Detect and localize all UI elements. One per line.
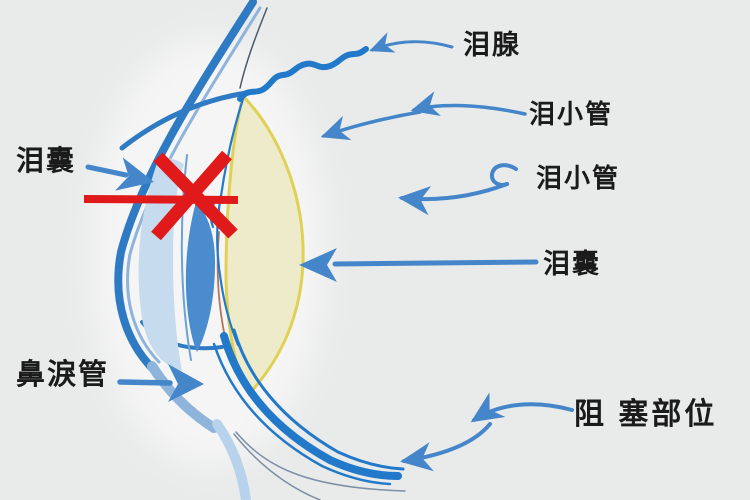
blockage-horizontal-line — [83, 195, 239, 204]
arrow-to-canaliculus-upper-seg2 — [320, 110, 422, 141]
arrow-to-obstruction-seg1 — [470, 392, 574, 423]
arrow-to-nasolacrimal-duct-shaft — [117, 379, 173, 386]
nose-thin-line — [233, 433, 321, 500]
label-canaliculus-upper: 泪小管 — [529, 99, 614, 129]
label-lacrimal-sac-right: 泪囊 — [543, 249, 601, 279]
brow-thin-line — [239, 7, 268, 89]
face-profile-outer-curve — [114, 0, 257, 374]
arrow-to-canaliculus-lower-curl — [489, 163, 518, 187]
arrow-to-sac-right-shaft — [332, 259, 539, 267]
nasolacrimal-duct-upper-line — [232, 328, 405, 471]
arrow-to-nasolacrimal-duct-head — [168, 364, 204, 402]
face-profile-inner-curve — [126, 6, 262, 364]
upper-eyelid-curve — [119, 90, 249, 151]
lacrimal-gland-duct-wavy-line — [237, 46, 369, 102]
nasolacrimal-duct-lower-line — [212, 342, 392, 486]
arrow-from-sac-left-head — [115, 157, 154, 191]
label-lacrimal-gland: 泪腺 — [463, 30, 521, 60]
blockage-x-mark — [83, 150, 239, 241]
duct-under-thin-line — [235, 431, 406, 492]
arrow-to-sac-right-head — [299, 248, 337, 282]
label-nasolacrimal-duct: 鼻淚管 — [16, 359, 110, 391]
label-canaliculus-lower: 泪小管 — [536, 163, 621, 193]
arrow-to-canaliculus-lower — [398, 182, 509, 216]
lens-shape — [185, 202, 215, 352]
eye-structures — [138, 93, 305, 400]
canaliculus-upper-line — [219, 97, 245, 198]
nasolacrimal-duct-main-line — [220, 332, 402, 480]
lower-face-band-lower — [212, 419, 251, 500]
arrow-from-sac-left-shaft — [85, 164, 129, 178]
annotation-arrows — [85, 32, 574, 472]
label-obstruction-site: 阻 塞部位 — [574, 398, 718, 431]
arrow-to-canaliculus-upper-seg1 — [410, 91, 527, 117]
blockage-x-stroke-2 — [151, 150, 232, 241]
label-lacrimal-sac-left: 泪囊 — [16, 145, 77, 176]
arrow-to-lacrimal-gland — [369, 32, 454, 53]
tear-drainage-system — [209, 46, 406, 492]
lower-face-band-upper — [147, 361, 219, 433]
arrow-to-obstruction-seg2 — [400, 422, 492, 472]
